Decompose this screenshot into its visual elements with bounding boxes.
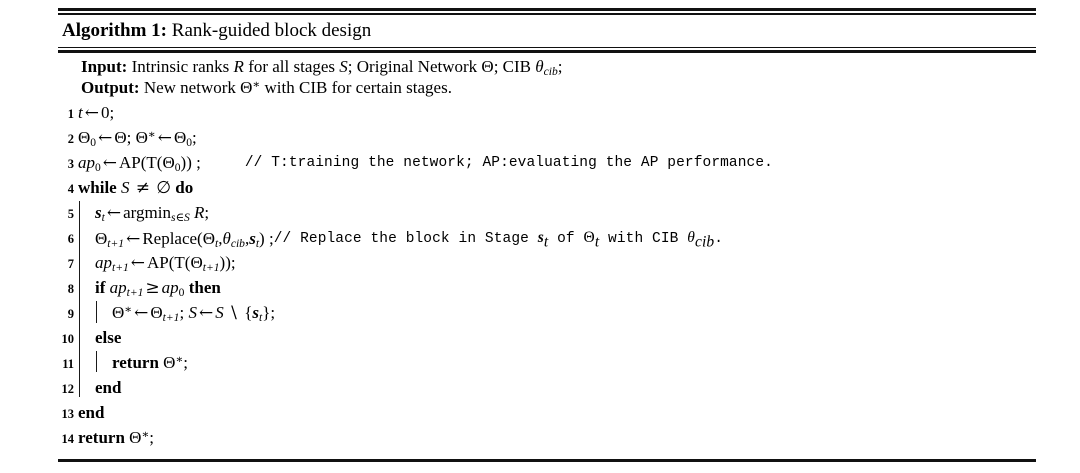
- input-text: Intrinsic ranks R for all stages S; Orig…: [131, 57, 563, 79]
- code-row: 2 Θ0←Θ; Θ∗←Θ0;: [58, 125, 1036, 150]
- keyword-if: if: [95, 278, 106, 298]
- line-number: 4: [67, 182, 74, 197]
- code-statement: end: [78, 374, 1036, 400]
- keyword-else: else: [95, 328, 122, 348]
- line-number: 10: [61, 332, 75, 347]
- code-row: 5 st←argmins∈S R;: [58, 200, 1036, 228]
- keyword-then: then: [188, 278, 221, 298]
- code-row: 14 return Θ∗;: [58, 425, 1036, 450]
- indent-rail: [78, 374, 95, 400]
- algorithm-code-lines: 1 t←0; 2 Θ0←Θ; Θ∗←Θ0; 3 ap0←AP(T(Θ0)) ; …: [58, 100, 1036, 450]
- output-text: New network Θ∗ with CIB for certain stag…: [143, 77, 452, 97]
- line-number: 13: [61, 407, 75, 422]
- code-statement: end: [78, 400, 1036, 425]
- code-comment: // Replace the block in Stage st of Θt w…: [273, 229, 724, 251]
- input-label: Input:: [81, 57, 128, 77]
- input-line: Input: Intrinsic ranks R for all stages …: [58, 57, 1036, 78]
- bottom-rule-thick: [58, 458, 1036, 462]
- code-row: 12 end: [58, 374, 1036, 400]
- code-statement: Θt+1←Replace(Θt,θcib,st) ; // Replace th…: [78, 224, 1036, 254]
- code-row: 9 Θ∗←Θt+1; S←S \ {st};: [58, 299, 1036, 328]
- code-statement: Θ∗←Θt+1; S←S \ {st};: [78, 299, 1036, 328]
- indent-rail: [78, 249, 95, 278]
- line-number: 11: [62, 357, 74, 372]
- algorithm-caption-title: Rank-guided block design: [171, 19, 372, 41]
- line-number: 8: [67, 282, 74, 297]
- top-rule-thin: [58, 13, 1036, 15]
- keyword-end: end: [78, 403, 105, 423]
- top-rule-thick: [58, 8, 1036, 11]
- code-statement: t←0;: [78, 103, 115, 124]
- keyword-return: return: [112, 353, 159, 373]
- code-statement: else: [78, 324, 1036, 352]
- indent-rail: [78, 349, 95, 377]
- code-row: 4 while S ≠ ∅ do: [58, 175, 1036, 200]
- line-number: 5: [67, 207, 74, 222]
- keyword-while: while: [78, 178, 117, 198]
- indent-rail: [78, 224, 95, 254]
- indent-rail-inner: [95, 300, 112, 326]
- line-number: 12: [61, 382, 75, 397]
- indent-rail: [78, 299, 95, 328]
- code-statement: st←argmins∈S R;: [78, 200, 1036, 228]
- code-row: 7 apt+1←AP(T(Θt+1));: [58, 249, 1036, 278]
- line-number: 7: [67, 257, 74, 272]
- indent-rail: [78, 324, 95, 352]
- line-number: 1: [67, 107, 74, 122]
- keyword-do: do: [175, 178, 194, 198]
- indent-rail-inner: [95, 350, 112, 375]
- algorithm-caption-label: Algorithm 1:: [62, 19, 168, 41]
- line-number: 2: [67, 132, 74, 147]
- code-row: 3 ap0←AP(T(Θ0)) ; // T:training the netw…: [58, 150, 1036, 175]
- caption-rule-thin: [58, 46, 1036, 49]
- line-number: 14: [61, 432, 75, 447]
- algorithm-block: Algorithm 1: Rank-guided block design In…: [58, 8, 1036, 462]
- code-statement: apt+1←AP(T(Θt+1));: [78, 249, 1036, 278]
- code-row: 1 t←0;: [58, 100, 1036, 125]
- code-comment: // T:training the network; AP:evaluating…: [244, 154, 773, 171]
- indent-rail: [78, 274, 95, 303]
- code-statement: Θ0←Θ; Θ∗←Θ0;: [78, 128, 197, 150]
- line-number: 6: [67, 232, 74, 247]
- algorithm-caption: Algorithm 1: Rank-guided block design: [58, 15, 1036, 47]
- caption-rule-thick: [58, 50, 1036, 54]
- code-row: 10 else: [58, 324, 1036, 352]
- output-label: Output:: [81, 77, 140, 97]
- code-statement: return Θ∗;: [78, 428, 155, 448]
- code-row: 13 end: [58, 400, 1036, 425]
- indent-rail: [78, 200, 95, 228]
- code-row: 6 Θt+1←Replace(Θt,θcib,st) ; // Replace …: [58, 224, 1036, 254]
- output-line: Output: New network Θ∗ with CIB for cert…: [58, 78, 1036, 99]
- code-statement: if apt+1≥ap0 then: [78, 274, 1036, 303]
- keyword-end: end: [95, 378, 122, 398]
- line-number: 3: [67, 157, 74, 172]
- code-statement: while S ≠ ∅ do: [78, 178, 194, 199]
- code-row: 8 if apt+1≥ap0 then: [58, 274, 1036, 303]
- code-statement: return Θ∗;: [78, 349, 1036, 377]
- code-row: 11 return Θ∗;: [58, 349, 1036, 377]
- line-number: 9: [67, 307, 74, 322]
- keyword-return: return: [78, 428, 125, 448]
- code-statement: ap0←AP(T(Θ0)) ; // T:training the networ…: [78, 150, 1036, 176]
- algorithm-body: Input: Intrinsic ranks R for all stages …: [58, 53, 1036, 456]
